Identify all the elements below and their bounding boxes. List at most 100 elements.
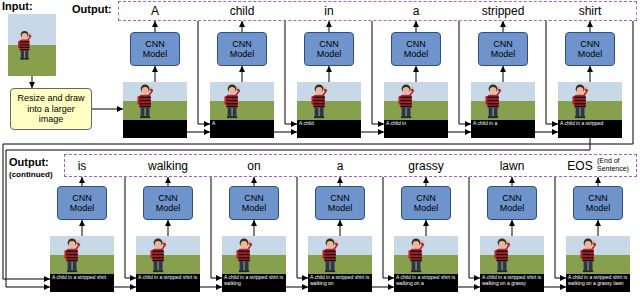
- flow-arrow: [82, 220, 83, 236]
- caption-text: A child in a stripped shirt is: [138, 275, 198, 281]
- word-slot: lawn: [500, 159, 525, 173]
- flow-arrow: [114, 287, 136, 288]
- label-slot: Input:: [2, 0, 33, 13]
- child-figure: [494, 239, 510, 273]
- box-label: CNN Model: [221, 39, 263, 60]
- word-slot: walking: [148, 159, 188, 173]
- caption-text: A child in: [386, 121, 446, 127]
- caption-text: A child in a stripped shirt: [52, 275, 112, 281]
- flow-arrow: [211, 177, 222, 278]
- label-slot: A child in a stripped shirt: [52, 275, 112, 281]
- word-slot: in: [324, 4, 333, 18]
- word-slot: shirt: [579, 4, 602, 18]
- connector-arrow: [416, 21, 417, 32]
- grass: [50, 255, 114, 274]
- flow-arrow: [285, 21, 297, 124]
- output-note: (End of Sentence): [597, 157, 635, 172]
- child-figure: [485, 85, 501, 119]
- flow-arrow: [168, 220, 169, 236]
- label-slot: Output:: [9, 156, 49, 169]
- flow-arrow: [544, 287, 566, 288]
- output-word: lawn: [500, 159, 525, 173]
- box-label: CNN Model: [233, 193, 275, 214]
- grass: [136, 255, 200, 274]
- photo-thumbnail: [210, 82, 274, 138]
- flow-arrow: [6, 138, 590, 287]
- grass: [566, 255, 630, 274]
- grass: [297, 101, 361, 120]
- label-slot: A child in a stripped shirt is walking o…: [396, 275, 456, 286]
- label-slot: A child in a stripped shirt is walking: [224, 275, 284, 286]
- flow-arrow: [459, 21, 471, 124]
- child-figure: [236, 239, 252, 273]
- connector-arrow: [82, 177, 83, 186]
- child-figure: [150, 239, 166, 273]
- flow-arrow: [448, 132, 471, 133]
- flow-arrow: [372, 21, 384, 124]
- child-figure: [18, 31, 32, 60]
- flow-arrow: [361, 132, 384, 133]
- grass: [123, 101, 187, 120]
- caption-text: A: [212, 121, 272, 127]
- caption-text: A child in a stripped: [560, 121, 620, 127]
- caption-text: A child in a stripped shirt is walking: [224, 275, 284, 286]
- grass: [558, 101, 622, 120]
- caption-bar: [558, 120, 622, 138]
- heading-label: Input:: [2, 0, 33, 13]
- label-slot: A child in: [386, 121, 446, 127]
- label-slot: Output:: [72, 3, 112, 16]
- word-slot: stripped: [482, 4, 525, 18]
- caption-text: A child in a stripped shirt is walking o…: [568, 275, 628, 286]
- connector-arrow: [512, 177, 513, 186]
- flow-arrow: [426, 220, 427, 236]
- flow-arrow: [469, 177, 480, 278]
- child-figure: [64, 239, 80, 273]
- caption-text: A child in a stripped shirt is walking o…: [482, 275, 542, 286]
- label-slot: A child in a stripped shirt is walking o…: [568, 275, 628, 286]
- grass: [394, 255, 458, 274]
- flow-arrow: [125, 177, 136, 278]
- output-word: EOS: [567, 159, 592, 173]
- flow-arrow: [200, 287, 222, 288]
- photo-thumbnail: [308, 236, 372, 292]
- caption-bar: [394, 274, 458, 292]
- connector-arrow: [155, 21, 156, 32]
- sky: [136, 236, 200, 255]
- grass: [471, 101, 535, 120]
- sky: [471, 82, 535, 101]
- photo-thumbnail: [50, 236, 114, 292]
- output-word: is: [78, 159, 87, 173]
- cnn-model-box: CNN Model: [130, 32, 180, 66]
- connector-arrow: [242, 21, 243, 32]
- flow-arrow: [187, 132, 210, 133]
- sky: [210, 82, 274, 101]
- photo-thumbnail: [222, 236, 286, 292]
- photo-thumbnail: [123, 82, 187, 138]
- box-label: CNN Model: [569, 39, 611, 60]
- word-slot: A: [151, 4, 159, 18]
- sky: [384, 82, 448, 101]
- sky: [558, 82, 622, 101]
- sky: [480, 236, 544, 255]
- child-figure: [311, 85, 327, 119]
- flow-arrow: [458, 287, 480, 288]
- cnn-model-box: CNN Model: [217, 32, 267, 66]
- box-label: CNN Model: [491, 193, 533, 214]
- caption-bar: [136, 274, 200, 292]
- flow-arrow: [32, 76, 33, 88]
- connector-arrow: [426, 177, 427, 186]
- box-label: Resize and draw into a larger image: [14, 93, 88, 124]
- flow-arrow: [297, 177, 308, 278]
- box-label: CNN Model: [61, 193, 103, 214]
- cnn-model-box: CNN Model: [478, 32, 528, 66]
- word-slot: EOS: [567, 159, 592, 173]
- sky: [566, 236, 630, 255]
- cnn-model-box: CNN Model: [57, 186, 107, 220]
- grass: [384, 101, 448, 120]
- heading-label: Output:: [9, 156, 49, 169]
- box-label: CNN Model: [319, 193, 361, 214]
- caption-bar: [566, 274, 630, 292]
- flow-arrow: [340, 220, 341, 236]
- connector-arrow: [329, 21, 330, 32]
- photo-thumbnail: [566, 236, 630, 292]
